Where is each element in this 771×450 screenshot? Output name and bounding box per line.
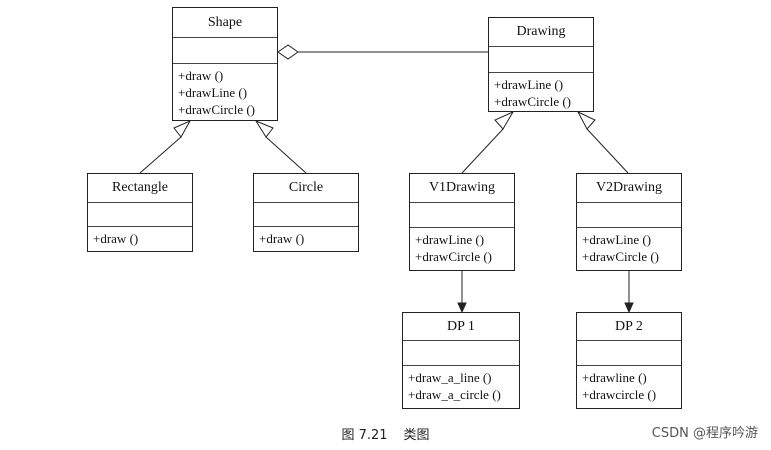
class-attributes [403, 341, 519, 366]
class-name: Shape [173, 8, 277, 38]
class-circle: Circle +draw () [253, 173, 359, 252]
class-attributes [489, 47, 593, 73]
operation: +draw_a_circle () [408, 387, 501, 402]
class-attributes [254, 203, 358, 227]
class-name: DP 2 [577, 313, 681, 341]
generalization-circle-shape [265, 136, 307, 174]
watermark: CSDN @程序吟游 [651, 426, 758, 441]
operation: +draw () [93, 231, 139, 246]
operation: +drawLine () [582, 232, 652, 247]
class-attributes [173, 38, 277, 64]
class-dp2: DP 2 +drawline () +drawcircle () [576, 312, 682, 409]
class-v2drawing: V2Drawing +drawLine () +drawCircle () [576, 173, 682, 271]
operation: +draw () [178, 68, 224, 83]
operation: +drawLine () [494, 77, 564, 92]
class-name: V2Drawing [577, 174, 681, 203]
operation: +drawLine () [178, 85, 248, 100]
generalization-rectangle-shape [139, 136, 182, 174]
class-attributes [577, 203, 681, 228]
operation: +drawCircle () [415, 249, 492, 264]
inheritance-triangle-icon [494, 110, 515, 130]
inheritance-triangle-icon [173, 119, 192, 138]
operation: +draw_a_line () [408, 370, 492, 385]
class-name: Rectangle [88, 174, 192, 203]
class-attributes [577, 341, 681, 366]
operation: +drawcircle () [582, 387, 657, 402]
class-name: Circle [254, 174, 358, 203]
class-attributes [88, 203, 192, 227]
aggregation-diamond-icon [277, 44, 299, 60]
class-operations: +drawLine () +drawCircle () [577, 228, 681, 265]
operation: +drawline () [582, 370, 647, 385]
class-attributes [410, 203, 514, 228]
class-name: DP 1 [403, 313, 519, 341]
class-operations: +drawLine () +drawCircle () [489, 73, 593, 110]
arrowhead-icon [457, 302, 467, 314]
arrowhead-icon [624, 302, 634, 314]
class-v1drawing: V1Drawing +drawLine () +drawCircle () [409, 173, 515, 271]
generalization-v1drawing-drawing [461, 128, 504, 174]
class-name: V1Drawing [410, 174, 514, 203]
class-name: Drawing [489, 18, 593, 47]
class-operations: +draw () [88, 227, 192, 247]
class-operations: +draw () [254, 227, 358, 247]
figure-number: 图 7.21 [341, 428, 388, 443]
operation: +drawLine () [415, 232, 485, 247]
inheritance-triangle-icon [576, 110, 596, 130]
class-operations: +drawline () +drawcircle () [577, 366, 681, 403]
generalization-v2drawing-drawing [586, 128, 629, 174]
operation: +draw () [259, 231, 305, 246]
operation: +drawCircle () [178, 102, 255, 117]
operation: +drawCircle () [582, 249, 659, 264]
class-operations: +draw () +drawLine () +drawCircle () [173, 64, 277, 118]
figure-caption: 图 7.21 类图 [0, 424, 771, 443]
class-drawing: Drawing +drawLine () +drawCircle () [488, 17, 594, 112]
class-operations: +draw_a_line () +draw_a_circle () [403, 366, 519, 403]
class-shape: Shape +draw () +drawLine () +drawCircle … [172, 7, 278, 121]
inheritance-triangle-icon [254, 119, 274, 138]
figure-title: 类图 [403, 428, 430, 443]
class-operations: +drawLine () +drawCircle () [410, 228, 514, 265]
operation: +drawCircle () [494, 94, 571, 109]
class-rectangle: Rectangle +draw () [87, 173, 193, 252]
class-dp1: DP 1 +draw_a_line () +draw_a_circle () [402, 312, 520, 409]
